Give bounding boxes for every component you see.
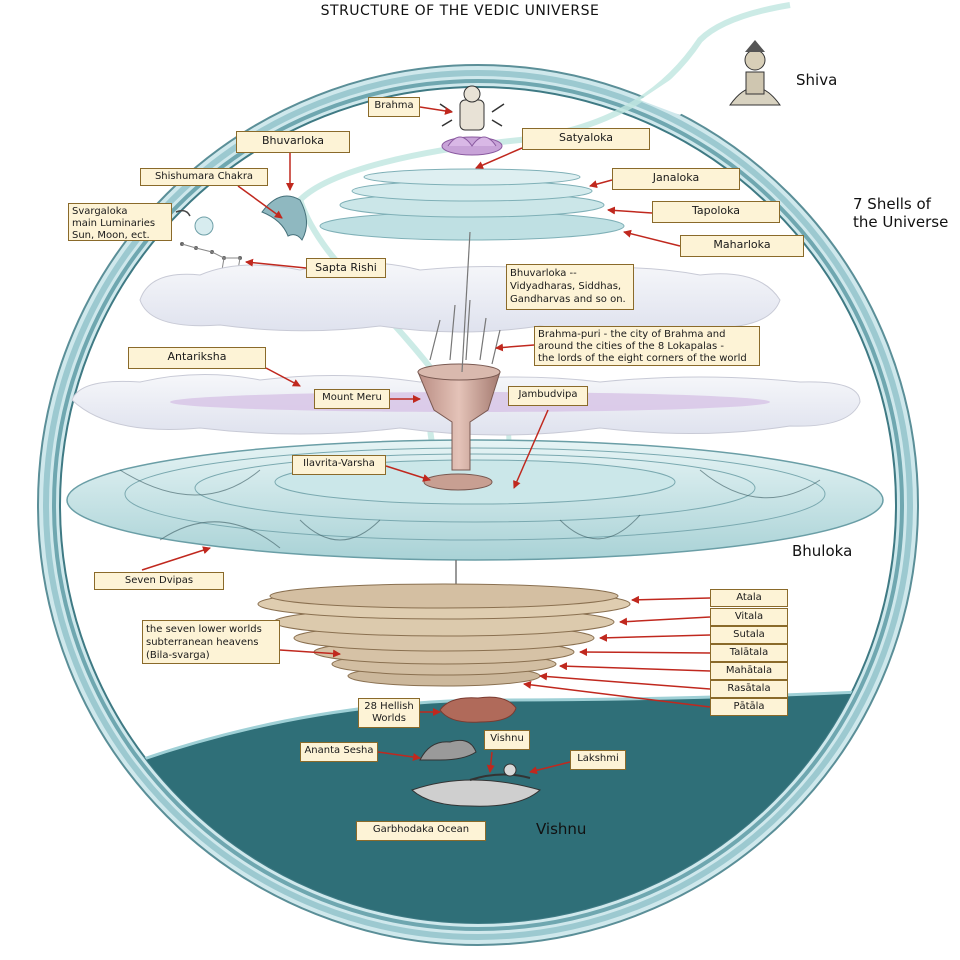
sutala-label: Sutala <box>710 626 788 644</box>
moon-crescent <box>175 209 191 217</box>
garbhodaka-label: Garbhodaka Ocean <box>356 821 486 841</box>
shishumara-label: Shishumara Chakra <box>140 168 268 186</box>
svargaloka-label: Svargaloka main Luminaries Sun, Moon, ec… <box>68 203 172 241</box>
moon-icon <box>194 216 214 236</box>
patala-label: Pātāla <box>710 698 788 716</box>
shiva-figure <box>729 40 781 106</box>
lakshmi-label: Lakshmi <box>570 750 626 770</box>
vishnu-small-label: Vishnu <box>484 730 530 750</box>
mount-meru-label: Mount Meru <box>314 389 390 409</box>
bhuvarloka-label: Bhuvarloka <box>236 131 350 153</box>
shells-label: 7 Shells of the Universe <box>853 195 949 231</box>
sapta-rishi-label: Sapta Rishi <box>306 258 386 278</box>
cloud-bhuvarloka <box>139 262 781 333</box>
antariksha-label: Antariksha <box>128 347 266 369</box>
bhuloka-disk <box>66 439 884 561</box>
mahatala-label: Mahātala <box>710 662 788 680</box>
vitala-label: Vitala <box>710 608 788 626</box>
talatala-label: Talātala <box>710 644 788 662</box>
bhuvarloka-desc-label: Bhuvarloka -- Vidyadharas, Siddhas, Gand… <box>506 264 634 310</box>
tapoloka-label: Tapoloka <box>652 201 780 223</box>
ananta-sesha-label: Ananta Sesha <box>300 742 378 762</box>
mount-meru <box>417 231 501 491</box>
ananta-sesha-serpent <box>411 739 542 807</box>
diagram-title: STRUCTURE OF THE VEDIC UNIVERSE <box>320 3 600 19</box>
atala-label: Atala <box>710 589 788 607</box>
brahma-figure <box>439 85 505 156</box>
seven-dvipas-label: Seven Dvipas <box>94 572 224 590</box>
upper-lokas <box>319 168 625 241</box>
hellish-worlds <box>439 696 517 723</box>
brahma-puri-label: Brahma-puri - the city of Brahma and aro… <box>534 326 760 366</box>
lower-worlds-label: the seven lower worlds subterranean heav… <box>142 620 280 664</box>
leader-arrows <box>141 106 711 775</box>
janaloka-label: Janaloka <box>612 168 740 190</box>
dolphin-icon <box>261 195 307 241</box>
hellish-worlds-label: 28 Hellish Worlds <box>358 698 420 728</box>
lower-worlds <box>257 583 631 687</box>
shiva-label: Shiva <box>796 71 838 89</box>
maharloka-label: Maharloka <box>680 235 804 257</box>
rasatala-label: Rasātala <box>710 680 788 698</box>
vishnu-label: Vishnu <box>536 820 587 838</box>
brahma-label: Brahma <box>368 97 420 117</box>
satyaloka-label: Satyaloka <box>522 128 650 150</box>
bhuloka-label: Bhuloka <box>792 542 853 560</box>
ilavrita-label: Ilavrita-Varsha <box>292 455 386 475</box>
jambudvipa-label: Jambudvipa <box>508 386 588 406</box>
